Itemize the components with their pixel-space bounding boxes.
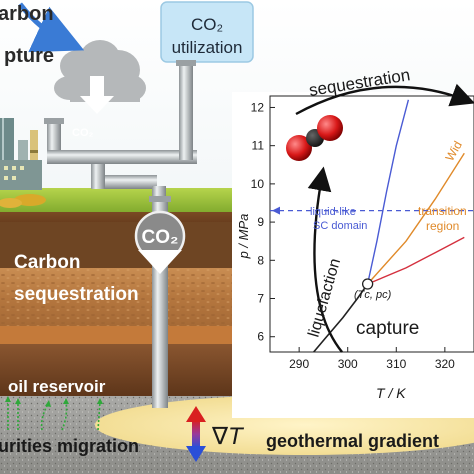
phase-diagram-panel [232, 92, 474, 418]
geothermal-gradient-label: geothermal gradient [266, 431, 439, 451]
pipe-network [44, 60, 197, 408]
y-axis-label: p / MPa [236, 214, 251, 260]
gradient-symbol: ∇T [211, 423, 245, 450]
y-tick-label: 6 [257, 330, 264, 344]
sequestration-label: sequestration [14, 284, 139, 305]
capture-label-bottom: pture [4, 45, 54, 67]
transition-label: transition [418, 204, 467, 218]
liquid-like-label: liquid-like [310, 206, 356, 218]
plot-frame [269, 95, 474, 353]
y-tick-label: 9 [257, 215, 264, 229]
critical-point-marker [361, 278, 374, 290]
x-tick-label: 320 [435, 357, 455, 371]
coexistence-curve [312, 283, 369, 352]
impurities-migration-label: urities migration [0, 436, 139, 456]
sc-domain-label: SC domain [313, 220, 367, 232]
utilization-line1: CO₂ [191, 15, 223, 34]
temperature-gradient-arrow [186, 406, 206, 462]
utilization-box [160, 1, 254, 63]
y-tick-label: 10 [251, 177, 265, 191]
y-tick-label: 12 [251, 100, 265, 114]
capture-label-top: arbon [0, 3, 54, 25]
x-tick-label: 300 [338, 357, 358, 371]
phase-capture-label: capture [356, 318, 419, 339]
small-co2-label: CO₂ [72, 127, 94, 139]
x-axis-label: T / K [376, 385, 406, 401]
capture-down-arrow [80, 76, 114, 114]
utilization-line2: utilization [172, 38, 243, 57]
co2-molecule [286, 115, 343, 161]
oil-reservoir-label: oil reservoir [8, 377, 106, 396]
capture-curved-arrow [18, 2, 85, 53]
x-tick-label: 310 [386, 357, 406, 371]
dashed-line-arrowhead [272, 206, 280, 215]
x-tick-label: 290 [289, 357, 309, 371]
critical-point-label: (Tᴄ, pᴄ) [354, 289, 392, 301]
gas-like-boundary [367, 236, 465, 285]
well-down-arrow [138, 250, 182, 274]
impurities-arrows [7, 400, 101, 431]
impurities-arrowheads [5, 396, 103, 407]
phase-diagram-plot: 6 7 8 9 10 11 12 290 300 310 320 [251, 95, 474, 371]
carbon-label: Carbon [14, 252, 81, 273]
region-label: region [426, 219, 459, 233]
y-tick-label: 11 [252, 139, 265, 153]
widom-line [367, 152, 465, 285]
factory-illustration [0, 118, 46, 208]
y-tick-label: 8 [257, 253, 264, 267]
sequestration-arrow [295, 83, 474, 116]
liquid-like-boundary [366, 99, 410, 285]
well-co2-label: CO₂ [142, 227, 179, 248]
y-tick-label: 7 [257, 292, 264, 306]
liquefaction-arrow [307, 166, 343, 353]
